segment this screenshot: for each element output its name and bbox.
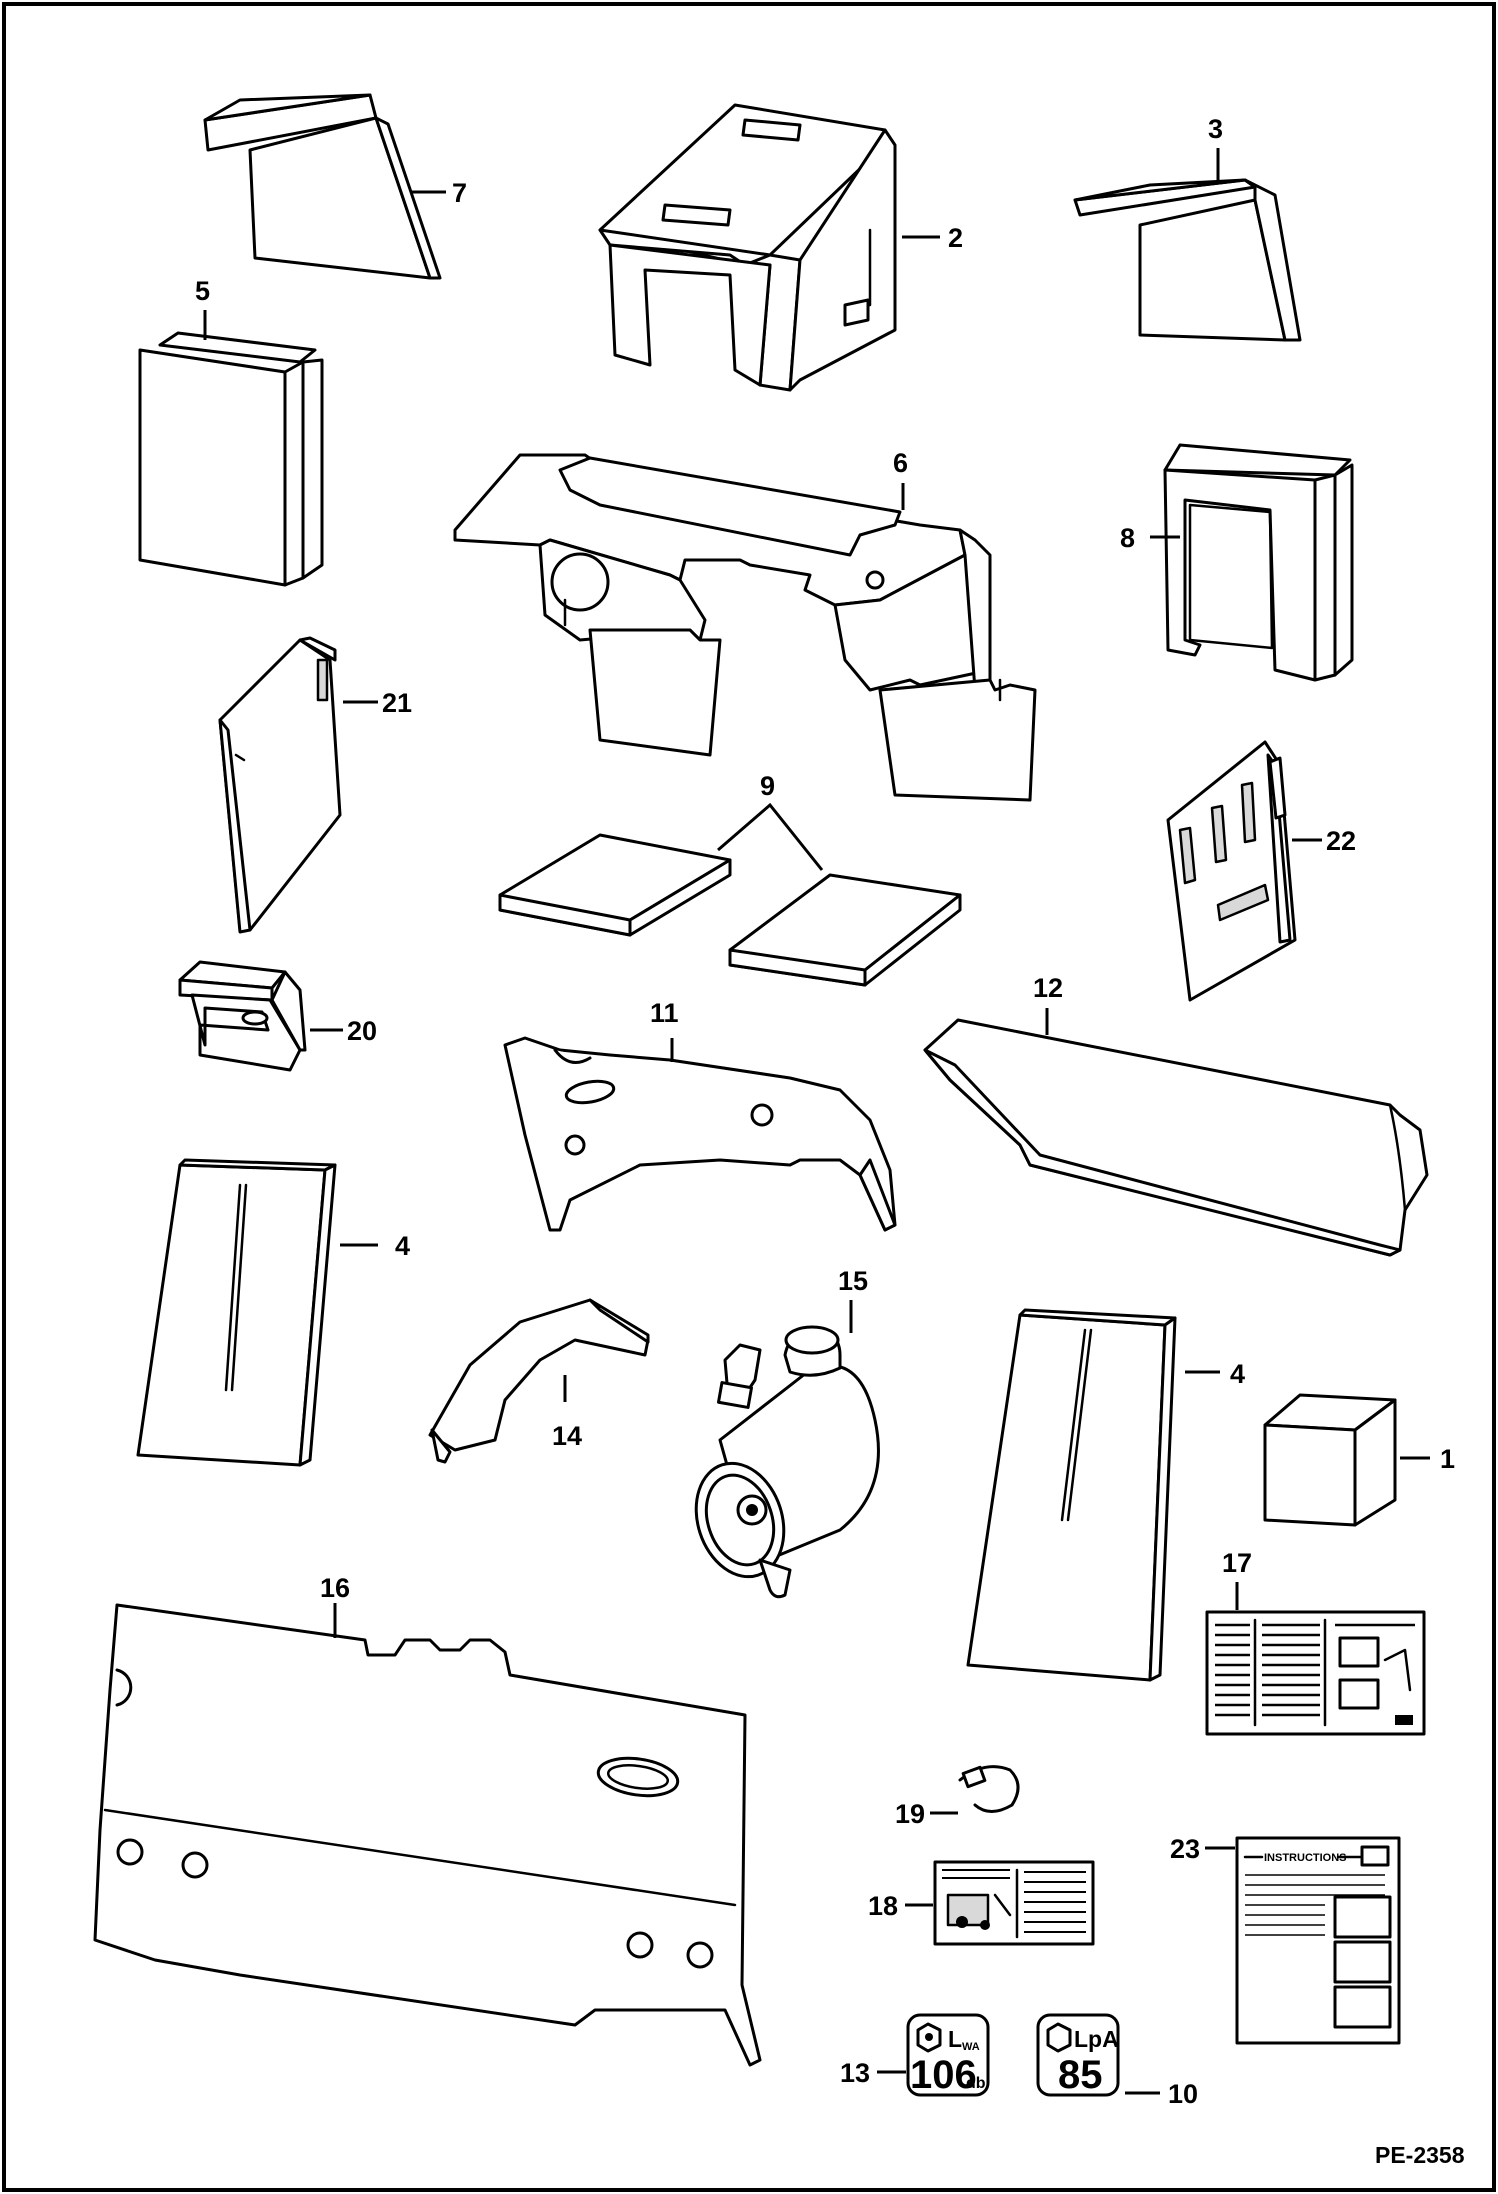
lpa-value: 85 bbox=[1058, 2053, 1103, 2097]
part-8-foam-frame bbox=[1163, 443, 1354, 682]
callout-15: 15 bbox=[838, 1266, 868, 1296]
callout-18: 18 bbox=[868, 1891, 898, 1921]
part-14-bracket bbox=[428, 1298, 650, 1464]
part-1-foam-cube bbox=[1263, 1393, 1397, 1527]
callout-19: 19 bbox=[895, 1799, 925, 1829]
lwa-value: 106 bbox=[910, 2053, 977, 2097]
part-12-long-strip bbox=[923, 1018, 1429, 1257]
callout-11: 11 bbox=[650, 998, 679, 1028]
part-20-bracket-foam bbox=[178, 960, 307, 1072]
callout-4-right: 4 bbox=[1230, 1359, 1245, 1389]
drawing-code: PE-2358 bbox=[1375, 2142, 1465, 2168]
part-10-sound-pressure-decal: LpA 85 bbox=[1036, 2013, 1120, 2097]
callout-20: 20 bbox=[347, 1016, 377, 1046]
part-13-sound-power-decal: L WA 106 db bbox=[906, 2013, 990, 2097]
part-23-instructions: INSTRUCTIONS bbox=[1235, 1836, 1401, 2045]
callout-3: 3 bbox=[1208, 114, 1223, 144]
callout-6: 6 bbox=[893, 448, 908, 478]
part-2-cover-foam bbox=[598, 103, 897, 392]
lpa-symbol: LpA bbox=[1074, 2026, 1119, 2052]
part-19-cable-tie bbox=[958, 1765, 1020, 1813]
lwa-unit: db bbox=[966, 2075, 986, 2092]
part-15-muffler bbox=[694, 1325, 880, 1599]
part-4-left-panel bbox=[136, 1158, 337, 1467]
callout-16: 16 bbox=[320, 1573, 350, 1603]
part-18-decal bbox=[933, 1860, 1095, 1946]
callout-7: 7 bbox=[452, 178, 467, 208]
callout-21: 21 bbox=[382, 688, 412, 718]
callout-1: 1 bbox=[1440, 1444, 1455, 1474]
callout-2: 2 bbox=[948, 223, 963, 253]
part-5-foam-block bbox=[138, 331, 324, 587]
callout-10: 10 bbox=[1168, 2079, 1198, 2109]
lwa-subscript: WA bbox=[962, 2041, 980, 2053]
part-4-right-panel bbox=[966, 1308, 1177, 1682]
callout-22: 22 bbox=[1326, 826, 1356, 856]
lwa-symbol: L bbox=[948, 2026, 962, 2052]
part-3-foam-pad bbox=[1073, 178, 1302, 342]
part-21-side-panel bbox=[218, 636, 342, 934]
part-16-front-panel bbox=[93, 1603, 762, 2067]
callout-4-left: 4 bbox=[395, 1231, 410, 1261]
part-22-side-panel bbox=[1166, 740, 1297, 1002]
hexagon-icon bbox=[1046, 2022, 1072, 2053]
callout-12: 12 bbox=[1033, 973, 1063, 1003]
part-11-fender-foam bbox=[503, 1036, 897, 1232]
callout-9: 9 bbox=[760, 771, 775, 801]
part-7-foam-pad bbox=[203, 93, 442, 280]
callout-14: 14 bbox=[552, 1421, 582, 1451]
callout-23: 23 bbox=[1170, 1834, 1200, 1864]
part-9-foam-pads bbox=[498, 833, 962, 987]
callout-5: 5 bbox=[195, 276, 210, 306]
part-17-decal bbox=[1205, 1610, 1426, 1736]
callout-13: 13 bbox=[840, 2058, 870, 2088]
instructions-title: INSTRUCTIONS bbox=[1264, 1852, 1347, 1864]
callout-8: 8 bbox=[1120, 523, 1135, 553]
callout-17: 17 bbox=[1222, 1548, 1252, 1578]
part-6-firewall-foam bbox=[453, 453, 1037, 802]
